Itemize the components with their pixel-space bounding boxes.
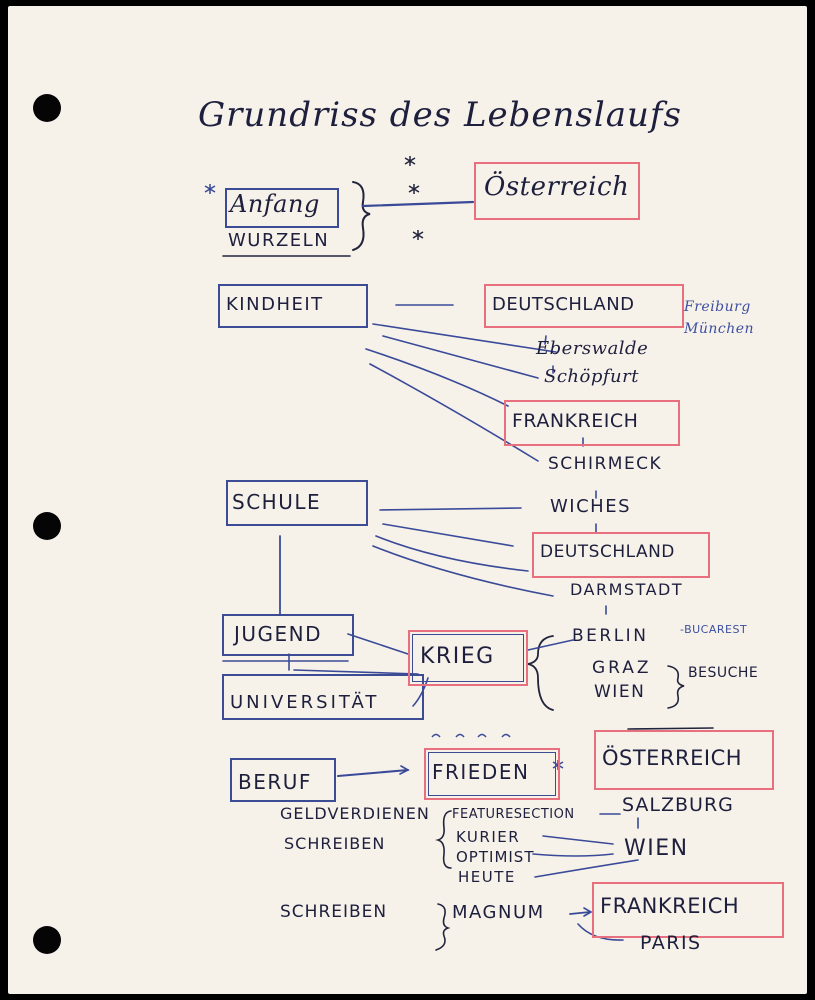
geldverdienen-label: GELDVERDIENEN bbox=[280, 804, 430, 823]
beruf-label: BERUF bbox=[238, 770, 312, 794]
universitaet-label: UNIVERSITÄT bbox=[230, 692, 380, 713]
schule-label: SCHULE bbox=[232, 490, 322, 514]
jugend-box bbox=[222, 614, 354, 656]
wurzeln-label: WURZELN bbox=[228, 230, 330, 251]
anfang-label: Anfang bbox=[230, 190, 320, 218]
deutschland-label-2: DEUTSCHLAND bbox=[540, 542, 675, 562]
salzburg-label: SALZBURG bbox=[622, 794, 734, 816]
manuscript-page: Grundriss des Lebenslaufs Anfang WURZELN… bbox=[8, 6, 807, 994]
optimist-label: OPTIMIST bbox=[456, 848, 535, 866]
deutschland-box-1 bbox=[484, 284, 684, 328]
oesterreich-label-2: ÖSTERREICH bbox=[602, 746, 743, 770]
oesterreich-label-1: Österreich bbox=[484, 172, 630, 202]
oesterreich-box-2 bbox=[594, 730, 774, 790]
krieg-label: KRIEG bbox=[420, 644, 495, 669]
deutschland-label-1: DEUTSCHLAND bbox=[492, 294, 635, 315]
featuresection-label: FEATURESECTION bbox=[452, 807, 575, 822]
jugend-label: JUGEND bbox=[234, 622, 323, 646]
frankreich-box-2 bbox=[592, 882, 784, 938]
kindheit-box bbox=[218, 284, 368, 328]
freiburg-muenchen-note: Freiburg München bbox=[684, 299, 755, 337]
universitaet-box bbox=[222, 674, 424, 720]
frankreich-box-1 bbox=[504, 400, 680, 446]
wiches-label: WICHES bbox=[550, 496, 632, 517]
schule-box bbox=[226, 480, 368, 526]
frankreich-label-1: FRANKREICH bbox=[512, 410, 639, 432]
oesterreich-box-1 bbox=[474, 162, 640, 220]
deutschland-box-2 bbox=[532, 532, 710, 578]
page-title: Grundriss des Lebenslaufs bbox=[198, 95, 682, 135]
kurier-label: KURIER bbox=[456, 828, 521, 846]
schreiben-label-2: SCHREIBEN bbox=[280, 902, 388, 922]
connector-lines bbox=[204, 156, 714, 951]
graz-label: GRAZ bbox=[592, 658, 652, 678]
berlin-label: BERLIN bbox=[572, 626, 649, 646]
paris-label: PARIS bbox=[640, 932, 702, 954]
punch-hole-top bbox=[33, 94, 61, 122]
krieg-box bbox=[408, 630, 528, 686]
schoepfurt-label: Schöpfurt bbox=[544, 366, 639, 387]
punch-hole-bottom bbox=[33, 926, 61, 954]
schirmeck-label: SCHIRMECK bbox=[548, 454, 663, 474]
wien-label-1: WIEN bbox=[594, 682, 646, 702]
frieden-label: FRIEDEN bbox=[432, 760, 530, 784]
anfang-box bbox=[225, 188, 339, 228]
frankreich-label-2: FRANKREICH bbox=[600, 894, 740, 918]
beruf-box bbox=[230, 758, 336, 802]
bucarest-note: -BUCAREST bbox=[680, 623, 748, 636]
wien-label-2: WIEN bbox=[624, 836, 689, 861]
eberswalde-label: Eberswalde bbox=[536, 338, 649, 359]
frieden-box bbox=[424, 748, 560, 800]
heute-label: HEUTE bbox=[458, 868, 516, 886]
besuche-label: BESUCHE bbox=[688, 665, 759, 681]
punch-hole-middle bbox=[33, 512, 61, 540]
darmstadt-label: DARMSTADT bbox=[570, 580, 684, 599]
magnum-label: MAGNUM bbox=[452, 902, 545, 923]
kindheit-label: KINDHEIT bbox=[226, 294, 324, 315]
schreiben-label-1: SCHREIBEN bbox=[284, 834, 386, 853]
